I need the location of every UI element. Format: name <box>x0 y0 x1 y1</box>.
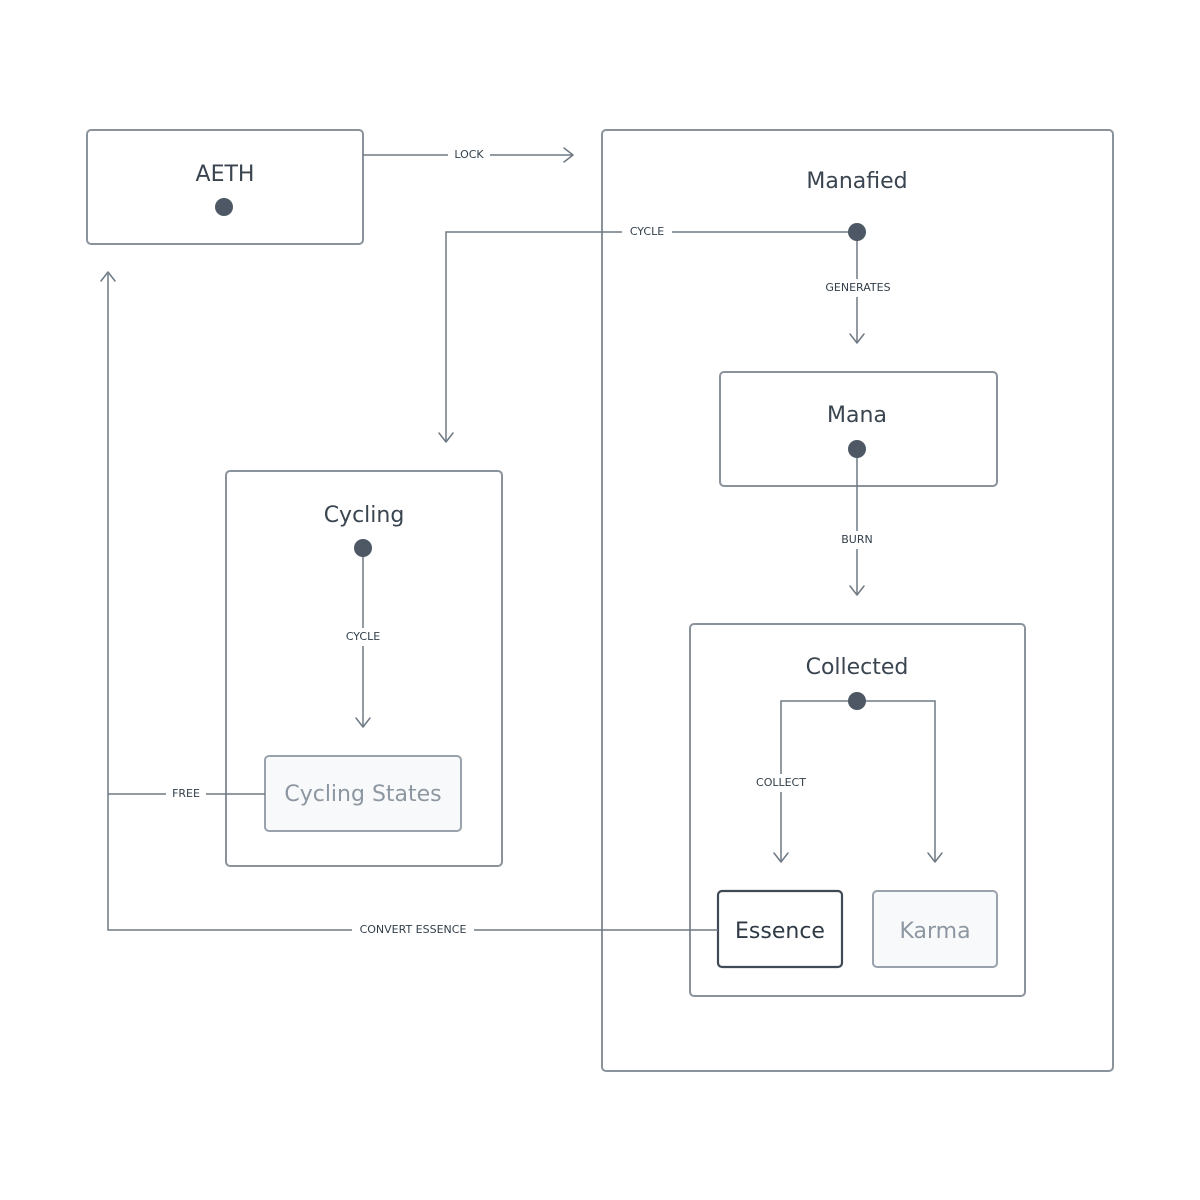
free-label-bg <box>166 785 206 803</box>
manafied-title: Manafied <box>806 169 907 194</box>
lock-label-bg <box>448 146 490 164</box>
essence-title: Essence <box>735 919 825 944</box>
cycling-states-title: Cycling States <box>284 782 441 807</box>
cycle-inner-label-bg <box>338 628 388 646</box>
manafied-initial-dot <box>848 223 866 241</box>
cycling-title: Cycling <box>324 503 405 528</box>
convert-essence-arrowhead <box>100 271 116 282</box>
convert-essence-edge-line <box>107 274 718 931</box>
karma-title: Karma <box>899 919 970 944</box>
collect-label: COLLECT <box>756 776 806 789</box>
cycle-inner-label: CYCLE <box>346 630 380 643</box>
aeth-box <box>86 129 364 245</box>
free-label: FREE <box>172 787 200 800</box>
mana-title: Mana <box>827 403 887 428</box>
cycle-label: CYCLE <box>630 225 664 238</box>
collect-edge-line-essence <box>780 700 857 861</box>
cycle-label-bg <box>622 223 672 241</box>
cycling-initial-dot <box>354 539 372 557</box>
essence-box <box>716 889 844 969</box>
collect-arrowhead-karma <box>927 852 943 863</box>
aeth-title: AETH <box>196 162 255 187</box>
convert-essence-label-bg <box>352 921 474 939</box>
aeth-initial-dot <box>215 198 233 216</box>
karma-box <box>872 890 998 968</box>
collected-initial-dot <box>848 692 866 710</box>
collected-title: Collected <box>806 655 909 680</box>
burn-label: BURN <box>841 533 872 546</box>
cycle-arrowhead <box>438 432 454 443</box>
collect-arrowhead-essence <box>773 852 789 863</box>
convert-essence-label: CONVERT ESSENCE <box>360 923 467 936</box>
lock-arrowhead <box>563 147 574 163</box>
collect-edge-line-karma <box>857 700 936 861</box>
cycle-edge-line <box>445 231 857 441</box>
mana-initial-dot <box>848 440 866 458</box>
lock-label: LOCK <box>454 148 484 161</box>
cycle-inner-arrowhead <box>355 717 371 728</box>
generates-arrowhead <box>849 333 865 344</box>
mana-box <box>719 371 998 487</box>
collect-label-bg <box>750 774 814 792</box>
burn-label-bg <box>836 531 878 549</box>
burn-arrowhead <box>849 585 865 596</box>
generates-label: GENERATES <box>825 281 890 294</box>
generates-label-bg <box>820 279 896 297</box>
